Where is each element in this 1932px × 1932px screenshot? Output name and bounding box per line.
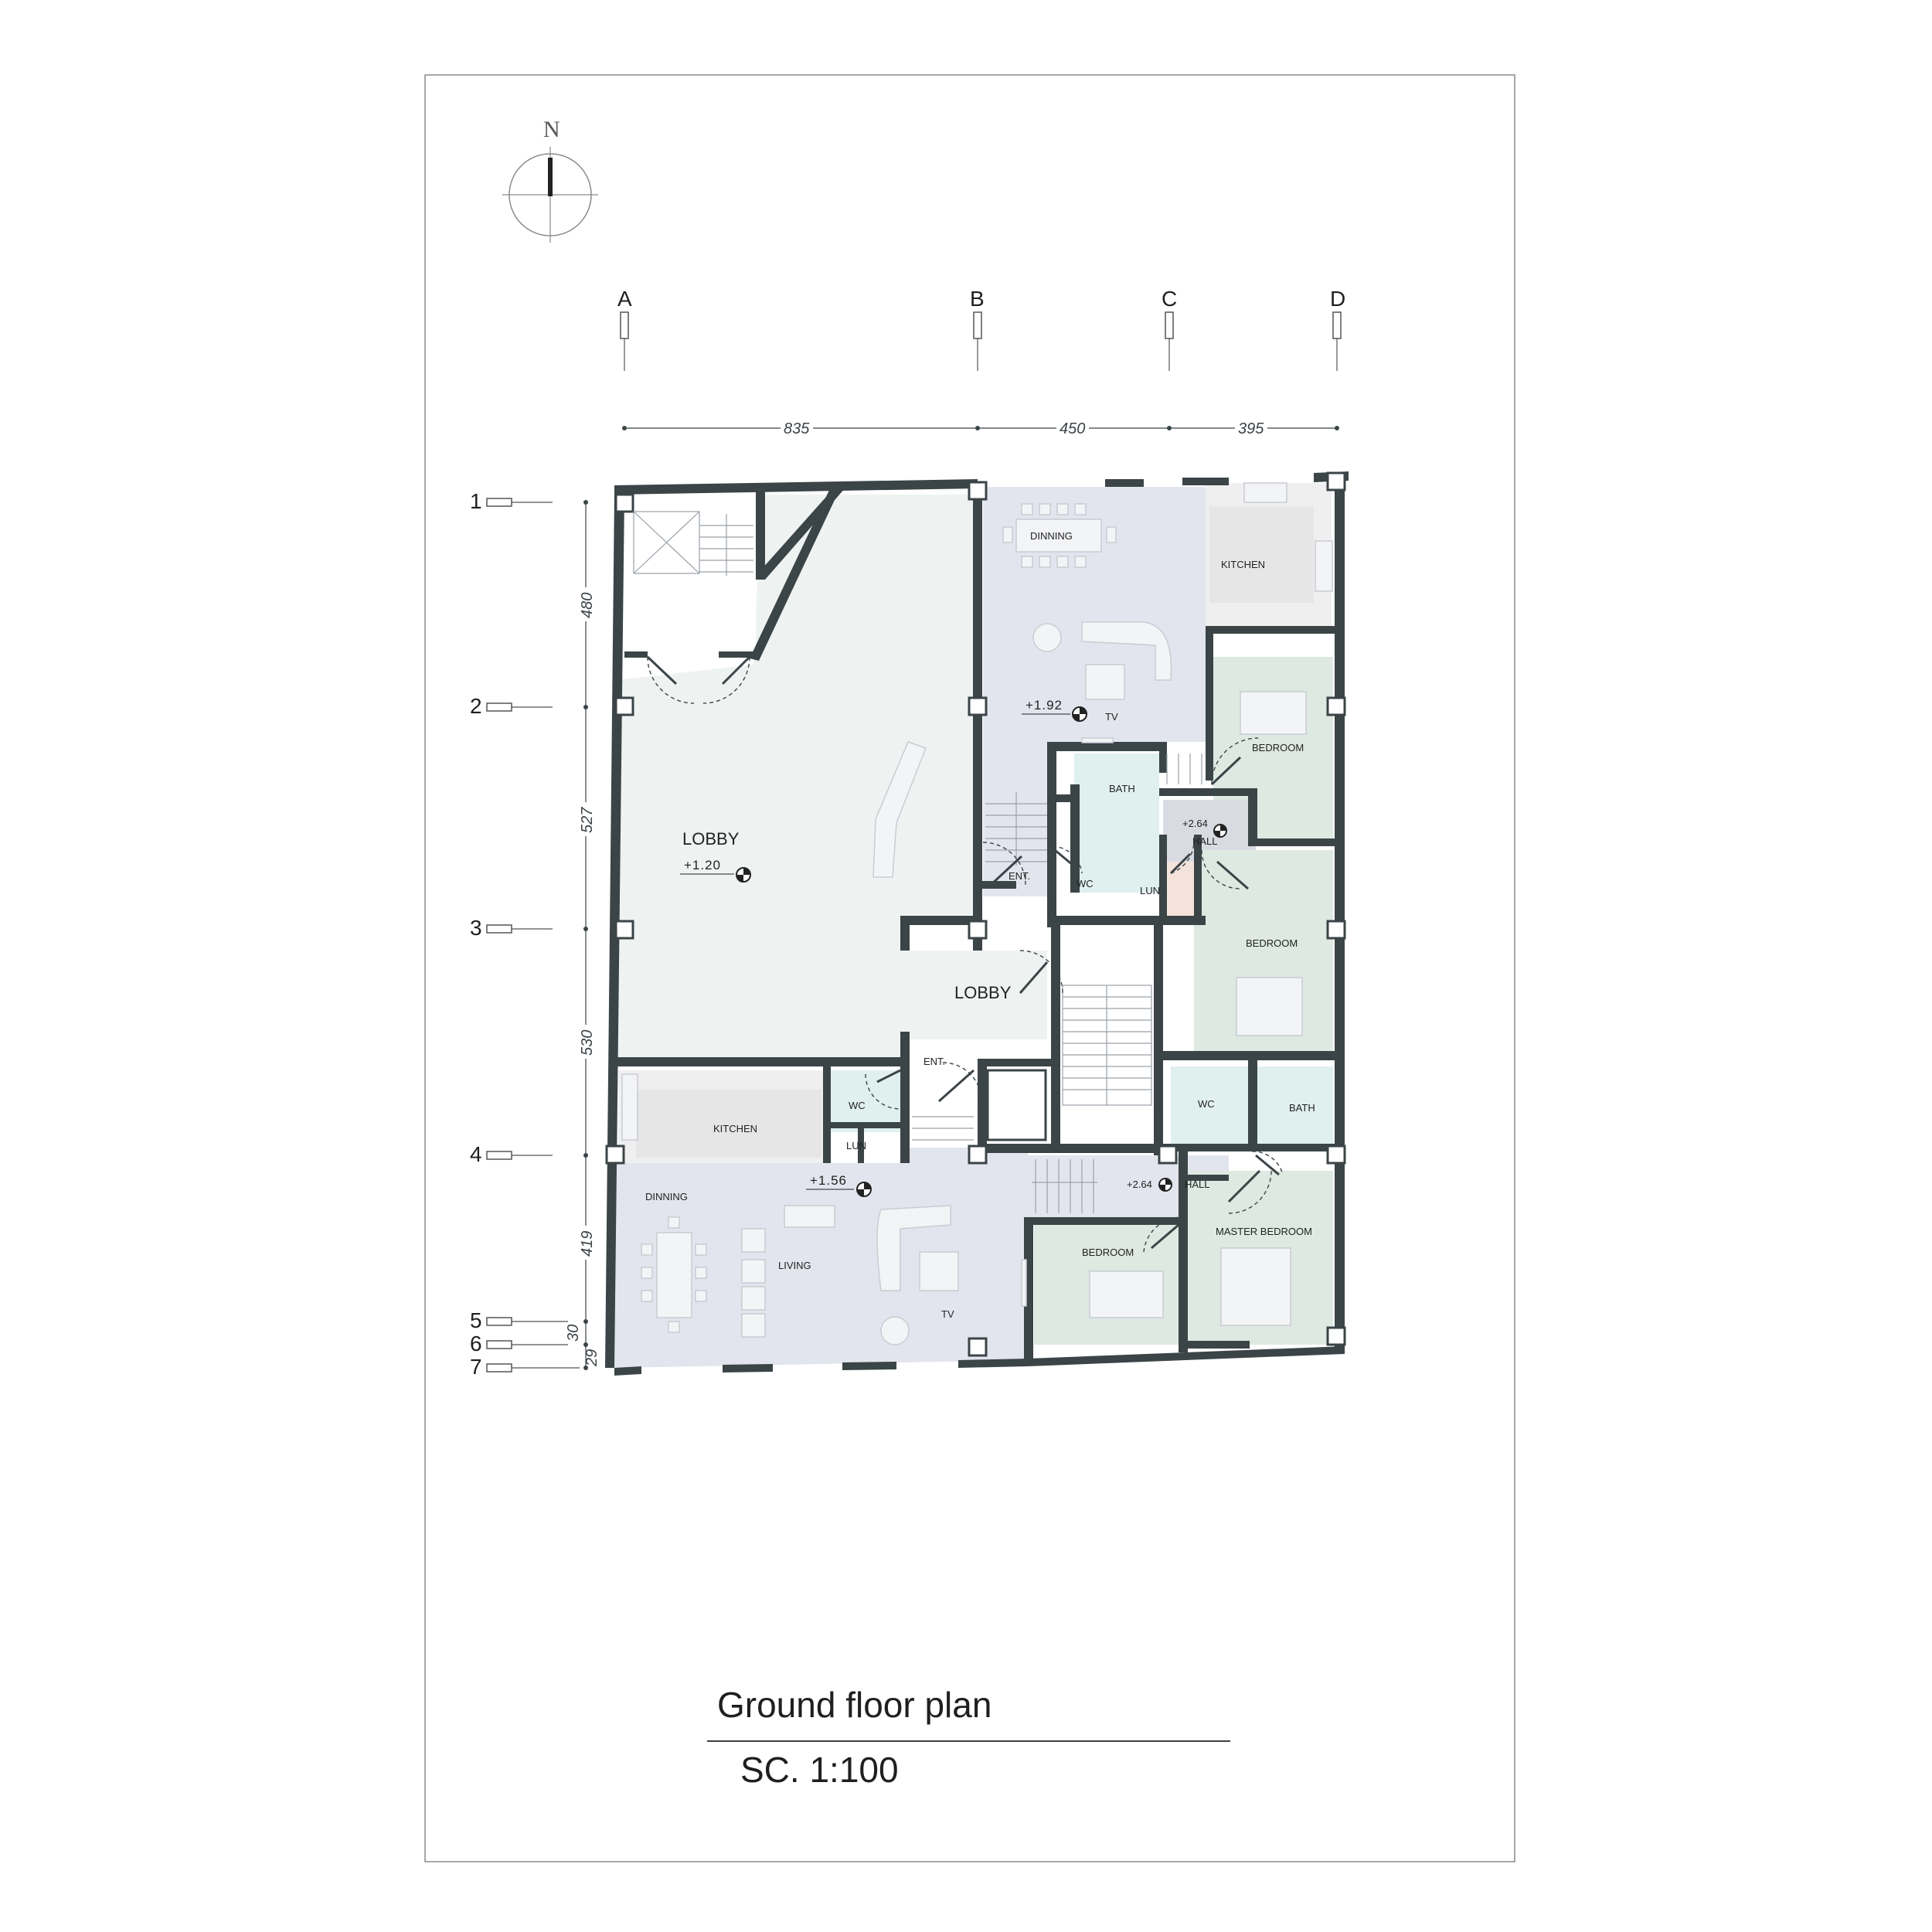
column-grid: A B C D bbox=[617, 287, 1345, 371]
level-icon bbox=[1072, 706, 1087, 722]
dim-5-6: 30 bbox=[565, 1325, 582, 1342]
grid-col-b: B bbox=[970, 287, 985, 311]
label-bedroom-top: BEDROOM bbox=[1252, 742, 1304, 753]
label-master-bedroom: MASTER BEDROOM bbox=[1216, 1226, 1312, 1237]
label-bath-right: BATH bbox=[1289, 1102, 1315, 1114]
room-labels: LOBBY LOBBY DINNING KITCHEN TV BEDROOM B… bbox=[645, 530, 1315, 1320]
structural-columns bbox=[605, 471, 1346, 1357]
label-tv-top: TV bbox=[1105, 711, 1118, 723]
grid-col-c: C bbox=[1162, 287, 1177, 311]
level-lower-unit: +1.56 bbox=[810, 1173, 847, 1188]
label-wc-right: WC bbox=[1198, 1098, 1215, 1110]
doors bbox=[646, 655, 1284, 1253]
furniture bbox=[621, 482, 1333, 1345]
top-stair-area bbox=[624, 506, 756, 649]
grid-row-1: 1 bbox=[470, 489, 482, 513]
sheet-frame bbox=[424, 74, 1515, 1862]
label-ent-low: ENT. bbox=[923, 1056, 945, 1067]
label-dinning-top: DINNING bbox=[1030, 530, 1073, 542]
dim-3-4: 530 bbox=[579, 1030, 596, 1056]
lower-living-area bbox=[614, 1148, 1028, 1368]
label-lun-top: LUN bbox=[1140, 885, 1160, 896]
lobby-area bbox=[614, 495, 1047, 1059]
dim-c-d: 395 bbox=[1238, 420, 1264, 437]
label-bedroom-low: BEDROOM bbox=[1082, 1247, 1134, 1258]
label-wc-top: WC bbox=[1077, 878, 1094, 889]
dim-4-5: 419 bbox=[579, 1231, 596, 1257]
grid-row-5: 5 bbox=[470, 1308, 482, 1332]
label-kitchen-low: KITCHEN bbox=[713, 1123, 757, 1134]
label-tv-low: TV bbox=[941, 1308, 954, 1320]
reception-desk bbox=[872, 741, 927, 878]
lower-wc-area bbox=[831, 1070, 900, 1132]
stairs bbox=[633, 511, 1202, 1213]
upper-kitchen-island bbox=[1209, 506, 1314, 603]
level-icon bbox=[736, 867, 751, 883]
grid-row-7: 7 bbox=[470, 1355, 482, 1379]
grid-row-2: 2 bbox=[470, 694, 482, 718]
grid-row-4: 4 bbox=[470, 1142, 482, 1166]
dim-b-c: 450 bbox=[1060, 420, 1085, 437]
label-hall-top: HALL bbox=[1192, 835, 1218, 847]
dim-6-7: 29 bbox=[583, 1349, 600, 1367]
horizontal-dimension: 835 450 395 bbox=[622, 419, 1339, 437]
drawing-scale: SC. 1:100 bbox=[740, 1750, 899, 1790]
title-block: Ground floor plan SC. 1:100 bbox=[707, 1685, 1230, 1790]
dim-a-b: 835 bbox=[784, 420, 810, 437]
label-bedroom-mid: BEDROOM bbox=[1246, 937, 1298, 949]
row-grid: 1 2 3 4 5 6 7 bbox=[470, 489, 580, 1379]
level-icon bbox=[1213, 824, 1227, 838]
north-arrow-icon: N bbox=[502, 117, 598, 243]
dim-2-3: 527 bbox=[579, 807, 596, 833]
label-bath-top: BATH bbox=[1109, 783, 1135, 794]
grid-row-3: 3 bbox=[470, 916, 482, 940]
level-icon bbox=[1158, 1178, 1172, 1192]
dim-1-2: 480 bbox=[579, 593, 596, 618]
vertical-dimension: 480 527 530 419 30 29 bbox=[565, 500, 600, 1370]
drawing-title: Ground floor plan bbox=[717, 1685, 992, 1725]
label-hall-low: HALL bbox=[1185, 1179, 1210, 1190]
label-wc-low: WC bbox=[849, 1100, 866, 1111]
label-lobby-main: LOBBY bbox=[682, 829, 740, 849]
grid-col-d: D bbox=[1330, 287, 1345, 311]
level-upper-unit: +1.92 bbox=[1026, 698, 1063, 713]
label-lun-low: LUN bbox=[846, 1140, 866, 1151]
level-lower-hall: +2.64 bbox=[1127, 1179, 1152, 1190]
label-kitchen-top: KITCHEN bbox=[1221, 559, 1265, 570]
label-lobby-center: LOBBY bbox=[954, 983, 1012, 1002]
label-living-low: LIVING bbox=[778, 1260, 811, 1271]
label-ent-top: ENT. bbox=[1009, 870, 1030, 882]
level-markers: +1.20 +1.92 +2.64 +1.56 +2.64 bbox=[680, 698, 1227, 1197]
level-lobby: +1.20 bbox=[684, 858, 721, 872]
north-label: N bbox=[543, 117, 560, 142]
grid-col-a: A bbox=[617, 287, 632, 311]
label-dinning-low: DINNING bbox=[645, 1191, 688, 1202]
level-upper-hall: +2.64 bbox=[1182, 818, 1208, 829]
level-icon bbox=[856, 1182, 872, 1197]
upper-bath-area bbox=[1074, 753, 1159, 893]
grid-row-6: 6 bbox=[470, 1332, 482, 1355]
lower-kitchen-island bbox=[636, 1090, 821, 1158]
